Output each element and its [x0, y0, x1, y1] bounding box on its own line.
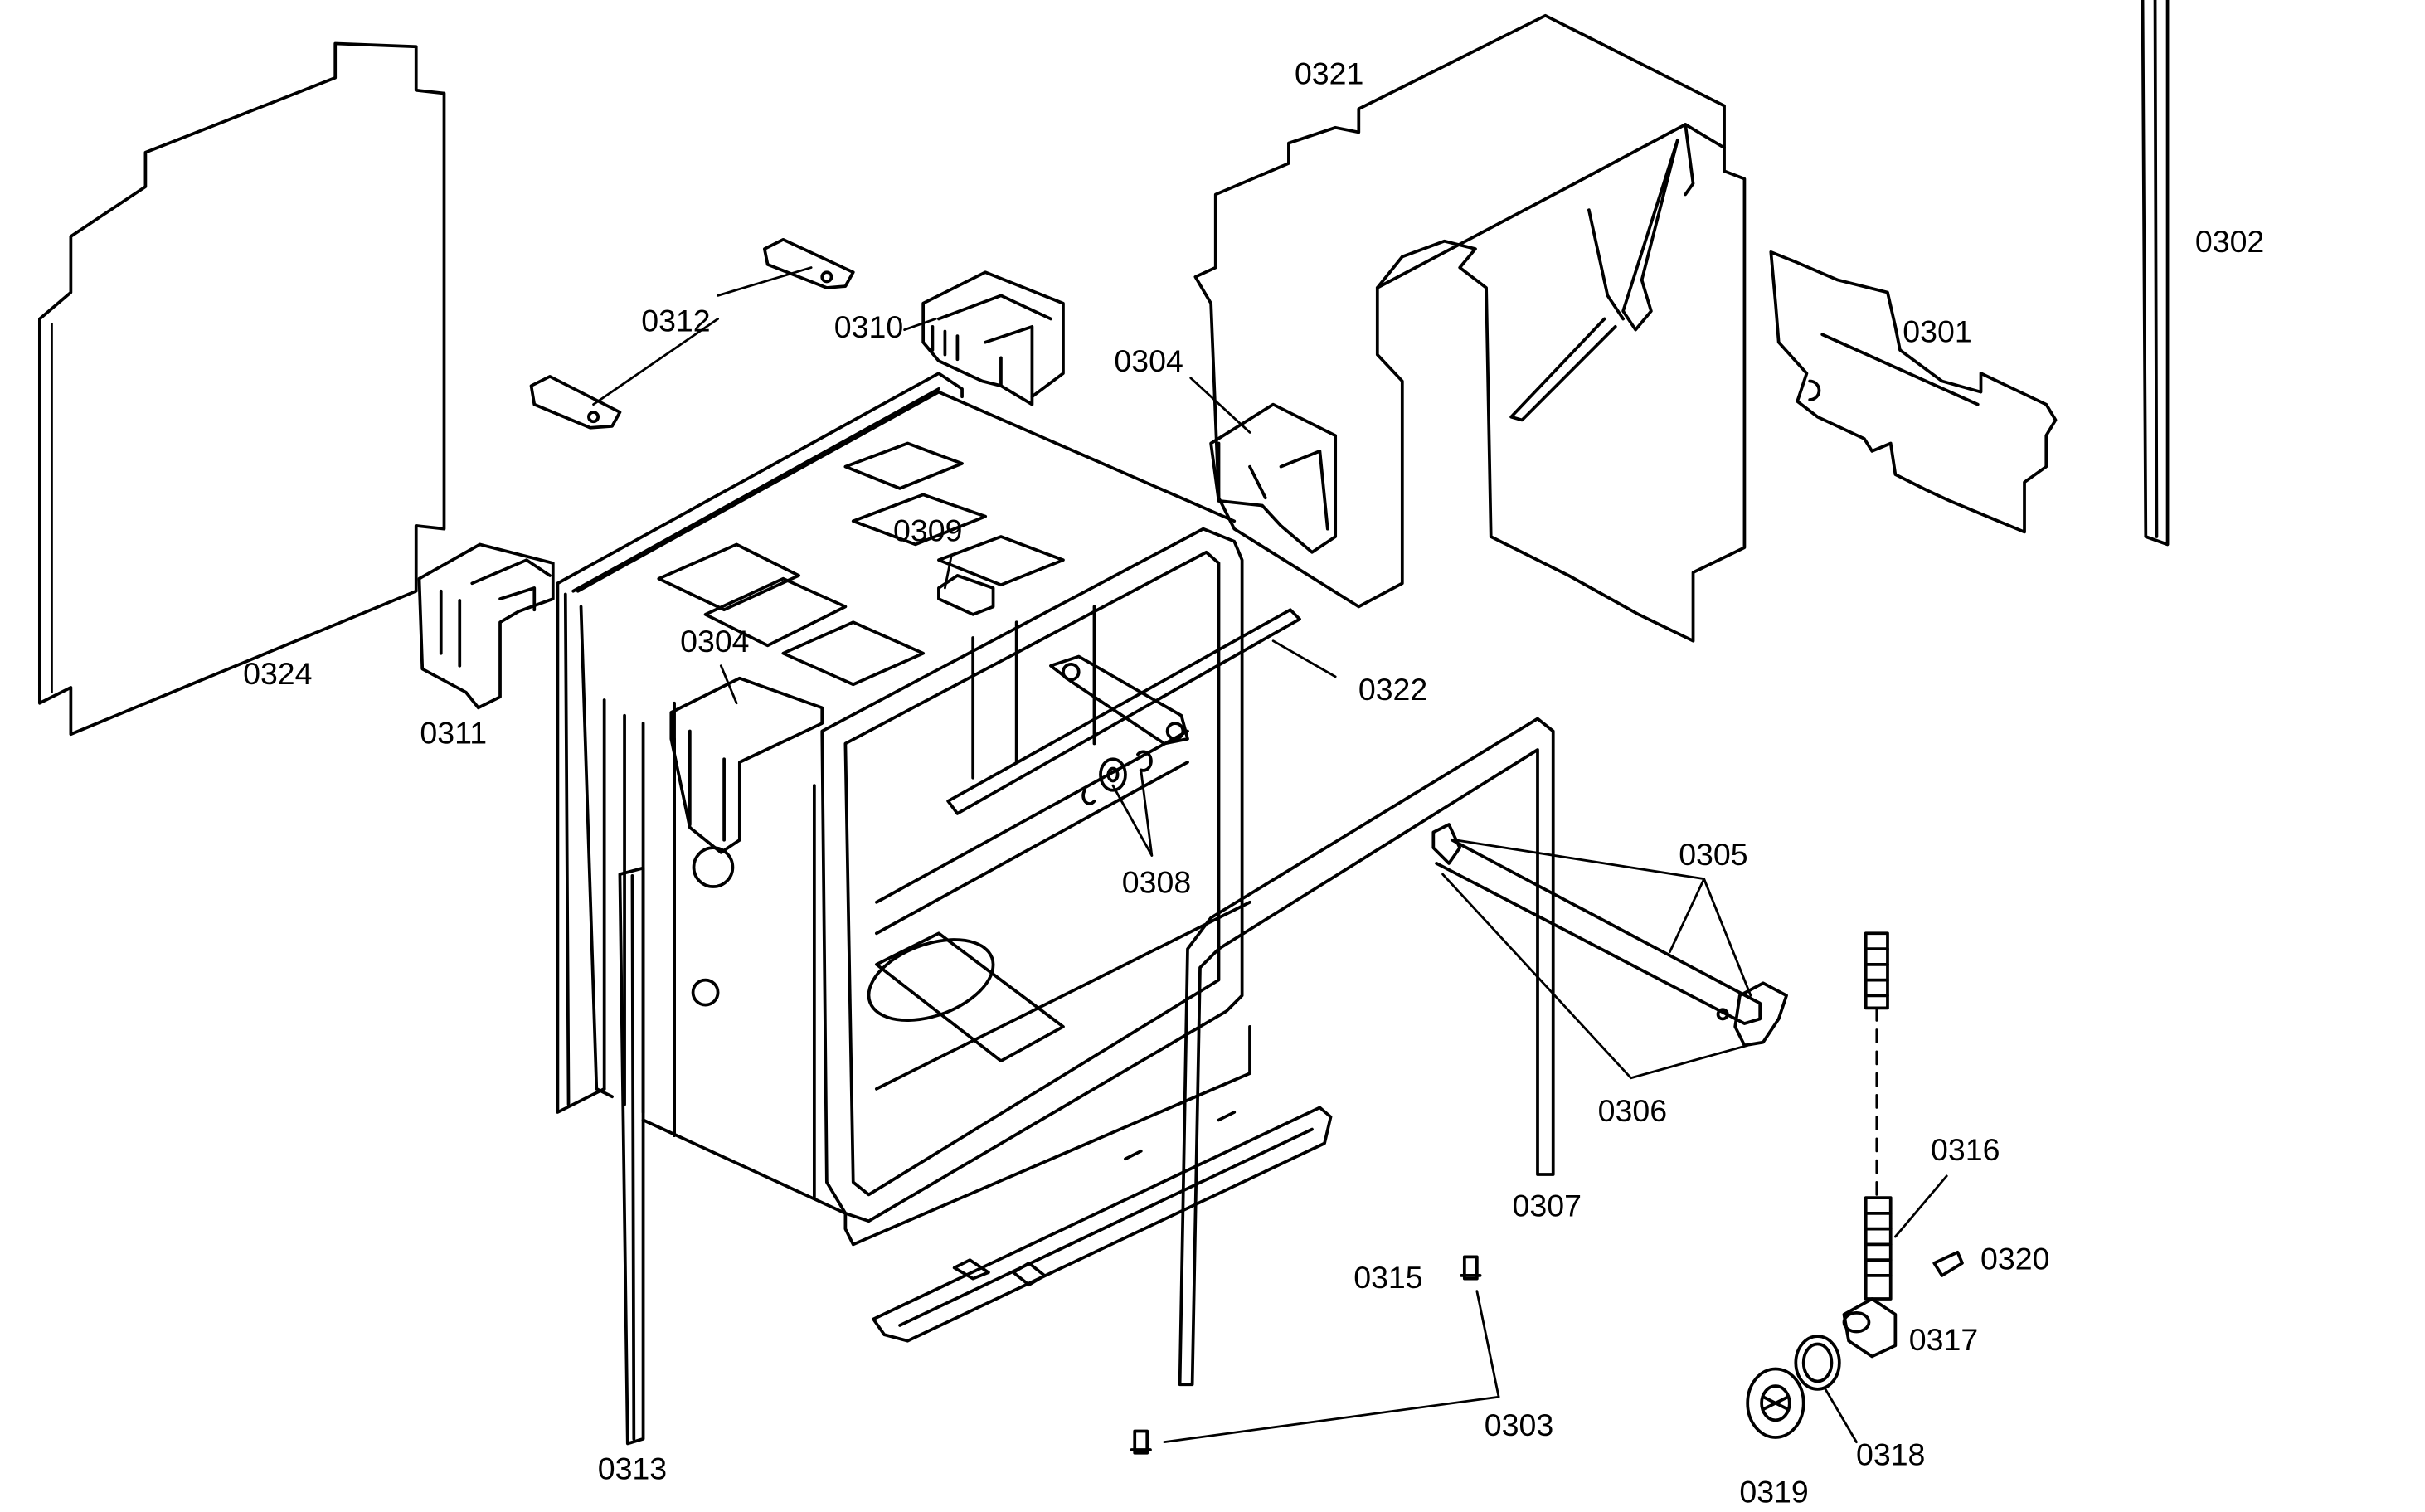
bracket-part-0304-right: [1209, 402, 1338, 554]
part-label-0319: 0319: [1739, 1475, 1808, 1510]
bracket-part-0304-left: [669, 676, 824, 854]
tub-body-part: [556, 372, 1251, 1247]
ring-part-0318: [1794, 1335, 1841, 1391]
part-labels: 0301 0302 0303 0304 0304 0305 0306 0307 …: [243, 56, 2264, 1509]
part-label-0317: 0317: [1909, 1322, 1978, 1357]
clip-part-0309: [937, 574, 995, 616]
part-label-0322: 0322: [1358, 672, 1427, 707]
hinge-bar-part: [1431, 823, 1788, 1048]
part-label-0308: 0308: [1122, 865, 1191, 900]
part-label-0313: 0313: [598, 1451, 667, 1486]
part-label-0321: 0321: [1295, 56, 1363, 90]
plate-part-0301: [1769, 250, 2058, 534]
part-label-0310: 0310: [834, 309, 903, 344]
part-label-0309: 0309: [893, 513, 962, 548]
strip-part-0313: [618, 866, 645, 1446]
u-frame-part-0307: [1178, 717, 1555, 1387]
bracket-part-0311: [417, 542, 555, 710]
part-label-0315: 0315: [1353, 1260, 1422, 1295]
screw-part-0303: [1130, 1429, 1152, 1455]
washer-part-0308: [1081, 750, 1153, 805]
screw-part-0320: [1932, 1250, 1964, 1277]
part-label-0306: 0306: [1598, 1093, 1667, 1128]
part-label-0301: 0301: [1903, 314, 1971, 349]
clip-part-upper: [762, 237, 855, 289]
leader-lines: [592, 266, 1948, 1444]
strip-part-0302: [2141, 0, 2170, 547]
part-label-0320: 0320: [1980, 1241, 2049, 1276]
part-label-0303: 0303: [1485, 1407, 1553, 1442]
bracket-part-0310: [921, 270, 1065, 406]
part-label-0304-left: 0304: [680, 624, 749, 659]
part-label-0304-right: 0304: [1114, 343, 1183, 378]
side-panel-part: [37, 41, 446, 737]
part-label-0312: 0312: [641, 303, 710, 338]
cap-part-0319: [1746, 1367, 1805, 1439]
bar-part-0322: [946, 608, 1301, 815]
door-frame-part: [820, 527, 1244, 1223]
part-label-0305: 0305: [1679, 837, 1747, 872]
insulation-cover-part: [1193, 13, 1747, 643]
clip-part-lower: [529, 374, 622, 430]
part-label-0307: 0307: [1513, 1189, 1582, 1223]
part-label-0324: 0324: [243, 656, 312, 691]
part-label-0311: 0311: [420, 715, 487, 750]
bottom-rail-part: [872, 1106, 1333, 1343]
part-label-0316: 0316: [1931, 1132, 2000, 1167]
part-label-0318: 0318: [1856, 1437, 1925, 1472]
leveling-leg-part: [1842, 931, 1898, 1359]
screw-part-0315: [1460, 1255, 1482, 1281]
part-label-0302: 0302: [2195, 224, 2264, 259]
